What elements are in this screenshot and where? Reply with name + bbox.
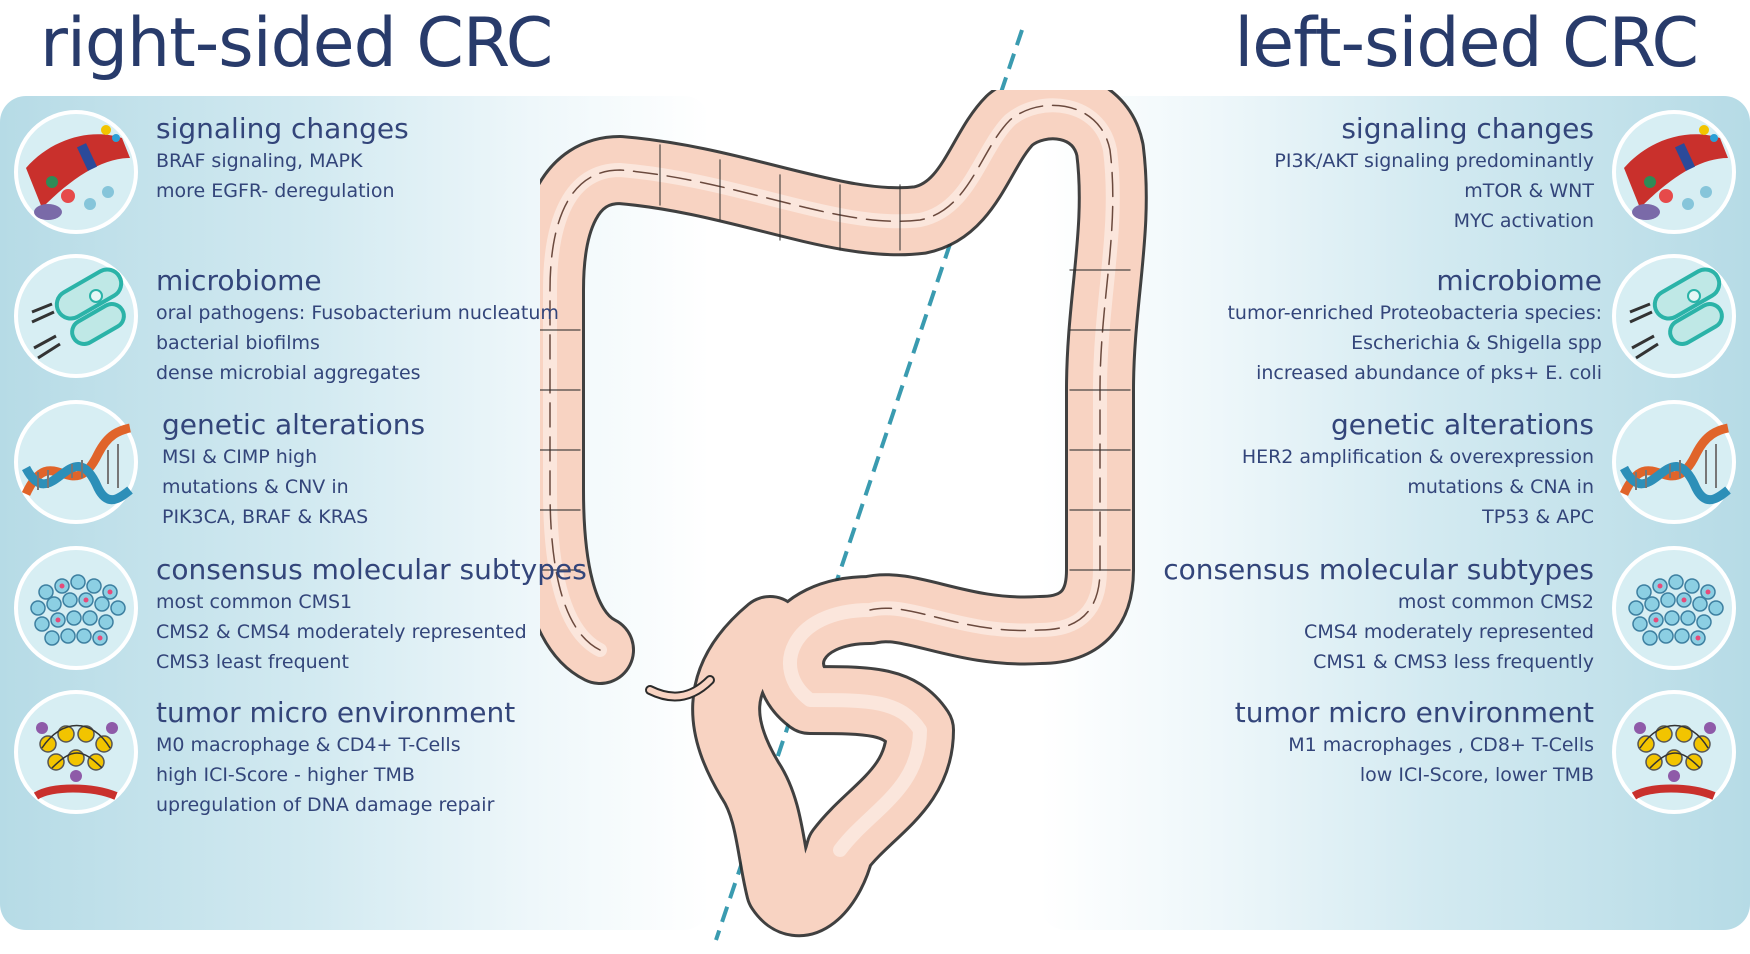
left-cms-heading: consensus molecular subtypes <box>156 553 587 586</box>
left-signaling-line: BRAF signaling, MAPK <box>156 150 363 172</box>
right-cms-line: most common CMS2 <box>1397 591 1594 613</box>
left-cms-line: CMS2 & CMS4 moderately represented <box>156 621 527 643</box>
left-microbiome-line: bacterial biofilms <box>156 332 320 354</box>
left-tme-heading: tumor micro environment <box>156 696 516 729</box>
cell-cluster-icon <box>1610 544 1738 672</box>
left-signaling-heading: signaling changes <box>156 112 409 145</box>
left-cms-line: CMS3 least frequent <box>156 651 349 673</box>
right-tme-line: M1 macrophages , CD8+ T-Cells <box>1288 734 1594 756</box>
left-signaling-block: signaling changes BRAF signaling, MAPK m… <box>156 112 716 206</box>
left-genetic-line: mutations & CNV in <box>162 476 349 498</box>
right-microbiome-block: microbiome tumor-enriched Proteobacteria… <box>1042 264 1602 388</box>
left-microbiome-block: microbiome oral pathogens: Fusobacterium… <box>156 264 716 388</box>
right-signaling-heading: signaling changes <box>1341 112 1594 145</box>
right-signaling-line: MYC activation <box>1453 210 1594 232</box>
right-genetic-line: TP53 & APC <box>1482 506 1594 528</box>
right-genetic-block: genetic alterations HER2 amplification &… <box>1034 408 1594 532</box>
left-genetic-heading: genetic alterations <box>162 408 426 441</box>
left-tme-line: upregulation of DNA damage repair <box>156 794 495 816</box>
bacteria-icon <box>12 252 140 380</box>
right-signaling-block: signaling changes PI3K/AKT signaling pre… <box>1034 112 1594 236</box>
left-tme-block: tumor micro environment M0 macrophage & … <box>156 696 716 820</box>
cell-signaling-icon <box>1610 108 1738 236</box>
right-tme-block: tumor micro environment M1 macrophages ,… <box>1034 696 1594 790</box>
tumor-microenvironment-icon <box>12 688 140 816</box>
left-genetic-block: genetic alterations MSI & CIMP high muta… <box>162 408 722 532</box>
right-microbiome-heading: microbiome <box>1436 264 1602 297</box>
right-cms-heading: consensus molecular subtypes <box>1163 553 1594 586</box>
left-tme-line: high ICI-Score - higher TMB <box>156 764 415 786</box>
right-signaling-line: PI3K/AKT signaling predominantly <box>1274 150 1594 172</box>
right-genetic-line: HER2 amplification & overexpression <box>1241 446 1594 468</box>
right-genetic-heading: genetic alterations <box>1330 408 1594 441</box>
right-genetic-line: mutations & CNA in <box>1407 476 1594 498</box>
tumor-microenvironment-icon <box>1610 688 1738 816</box>
right-tme-heading: tumor micro environment <box>1234 696 1594 729</box>
right-microbiome-line: increased abundance of pks+ E. coli <box>1256 362 1602 384</box>
left-cms-line: most common CMS1 <box>156 591 353 613</box>
right-cms-line: CMS4 moderately represented <box>1304 621 1594 643</box>
cell-signaling-icon <box>12 108 140 236</box>
right-cms-block: consensus molecular subtypes most common… <box>1034 553 1594 677</box>
right-microbiome-line: Escherichia & Shigella spp <box>1351 332 1602 354</box>
left-microbiome-heading: microbiome <box>156 264 322 297</box>
cell-cluster-icon <box>12 544 140 672</box>
left-genetic-line: MSI & CIMP high <box>162 446 318 468</box>
right-cms-line: CMS1 & CMS3 less frequently <box>1313 651 1594 673</box>
bacteria-icon <box>1610 252 1738 380</box>
right-signaling-line: mTOR & WNT <box>1464 180 1594 202</box>
colon-illustration <box>540 90 1148 937</box>
left-genetic-line: PIK3CA, BRAF & KRAS <box>162 506 369 528</box>
right-sided-crc-title: right-sided CRC <box>40 4 553 83</box>
left-microbiome-line: dense microbial aggregates <box>156 362 421 384</box>
left-microbiome-line: oral pathogens: Fusobacterium nucleatum <box>156 302 559 324</box>
dna-helix-icon <box>12 398 140 526</box>
left-sided-crc-title: left-sided CRC <box>1234 4 1699 83</box>
dna-helix-icon <box>1610 398 1738 526</box>
left-cms-block: consensus molecular subtypes most common… <box>156 553 716 677</box>
left-tme-line: M0 macrophage & CD4+ T-Cells <box>156 734 461 756</box>
right-tme-line: low ICI-Score, lower TMB <box>1359 764 1594 786</box>
right-microbiome-line: tumor-enriched Proteobacteria species: <box>1227 302 1602 324</box>
left-signaling-line: more EGFR- deregulation <box>156 180 395 202</box>
